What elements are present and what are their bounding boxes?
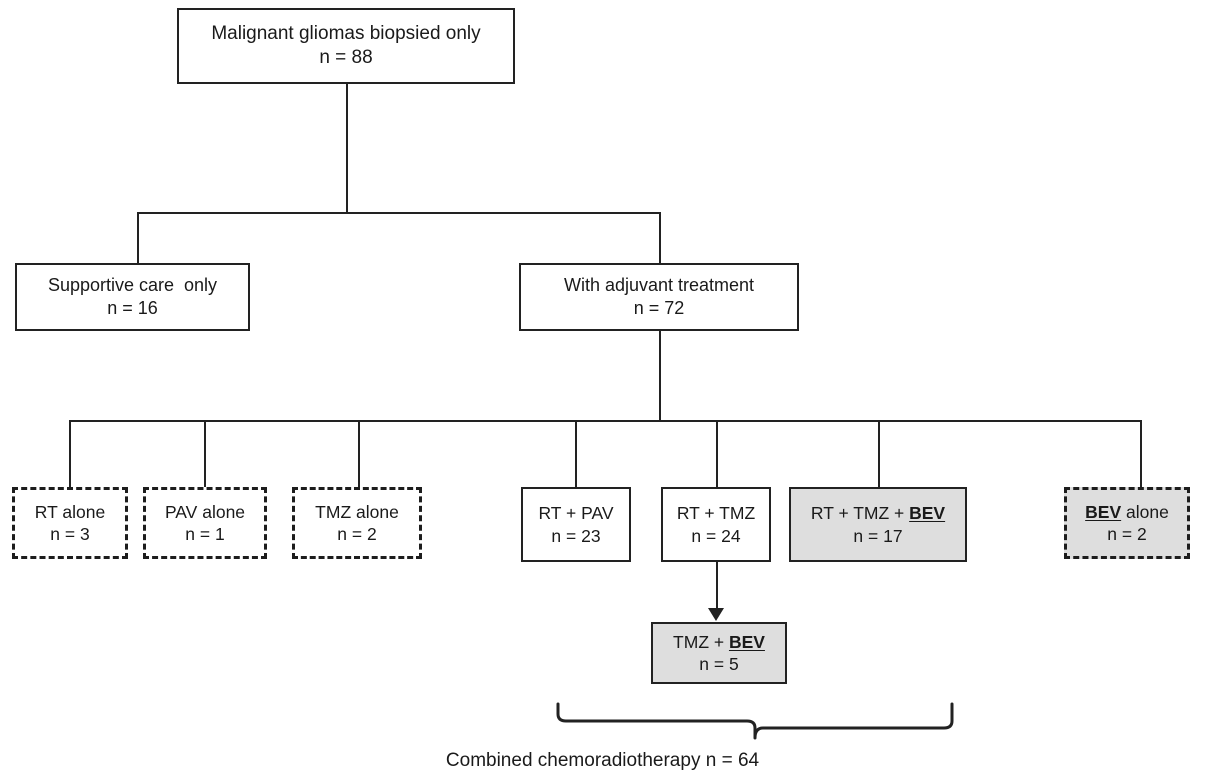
node-tmz-plus-bev: TMZ + BEV n = 5	[651, 622, 787, 684]
arrow-down-icon	[708, 608, 724, 621]
connector-level3-drop-5	[878, 420, 880, 488]
node-supportive-care: Supportive care only n = 16	[15, 263, 250, 331]
node-rt-plus-pav-label: RT + PAV	[538, 503, 614, 524]
node-root-label: Malignant gliomas biopsied only	[211, 22, 481, 44]
bracket-caption: Combined chemoradiotherapy n = 64	[445, 750, 760, 771]
node-rt-alone: RT alone n = 3	[12, 487, 128, 559]
node-adjuvant-treatment-count: n = 72	[633, 298, 685, 318]
node-root: Malignant gliomas biopsied only n = 88	[177, 8, 515, 84]
node-tmz-plus-bev-count: n = 5	[699, 654, 739, 674]
node-adjuvant-treatment-label: With adjuvant treatment	[563, 274, 755, 295]
node-pav-alone-count: n = 1	[185, 524, 225, 544]
connector-level3-drop-6	[1140, 420, 1142, 488]
connector-level3-drop-1	[204, 420, 206, 488]
node-pav-alone: PAV alone n = 1	[143, 487, 267, 559]
connector-level2-drop-0	[137, 212, 139, 263]
connector-level3-drop-3	[575, 420, 577, 488]
node-bev-alone-count: n = 2	[1107, 524, 1147, 544]
node-rt-plus-pav-count: n = 23	[551, 525, 601, 546]
node-tmz-alone-count: n = 2	[337, 524, 377, 544]
node-rt-alone-count: n = 3	[50, 524, 90, 544]
node-rt-alone-label: RT alone	[34, 501, 106, 522]
node-adjuvant-treatment: With adjuvant treatment n = 72	[519, 263, 799, 331]
node-root-count: n = 88	[319, 47, 373, 68]
node-rt-plus-tmz-plus-bev-label: RT + TMZ + BEV	[810, 503, 946, 524]
node-tmz-plus-bev-label: TMZ + BEV	[673, 631, 765, 652]
node-rt-plus-tmz: RT + TMZ n = 24	[661, 487, 771, 562]
connector-root-stem	[346, 84, 348, 212]
node-supportive-care-label: Supportive care only	[47, 274, 218, 295]
connector-level2-bar	[137, 212, 661, 214]
node-bev-alone: BEV alone n = 2	[1064, 487, 1190, 559]
bev-emphasis: BEV	[1085, 501, 1122, 522]
node-rt-plus-pav: RT + PAV n = 23	[521, 487, 631, 562]
node-rt-plus-tmz-plus-bev-count: n = 17	[853, 525, 903, 546]
node-supportive-care-count: n = 16	[107, 298, 158, 318]
connector-level3-stem	[659, 331, 661, 421]
bev-emphasis: BEV	[909, 503, 946, 524]
connector-level2-drop-1	[659, 212, 661, 263]
connector-level3-drop-2	[358, 420, 360, 488]
node-bev-alone-label: BEV alone	[1085, 501, 1169, 522]
connector-level3-drop-4	[716, 420, 718, 488]
node-rt-plus-tmz-label: RT + TMZ	[676, 503, 756, 524]
node-tmz-alone-label: TMZ alone	[315, 501, 399, 522]
connector-level3-bar	[69, 420, 1141, 422]
connector-arrow-shaft	[716, 562, 718, 611]
connector-level3-drop-0	[69, 420, 71, 488]
node-rt-plus-tmz-count: n = 24	[691, 525, 741, 546]
node-rt-plus-tmz-plus-bev: RT + TMZ + BEV n = 17	[789, 487, 967, 562]
node-tmz-alone: TMZ alone n = 2	[292, 487, 422, 559]
summary-brace	[552, 700, 962, 742]
node-pav-alone-label: PAV alone	[164, 501, 246, 522]
bev-emphasis: BEV	[728, 631, 765, 652]
